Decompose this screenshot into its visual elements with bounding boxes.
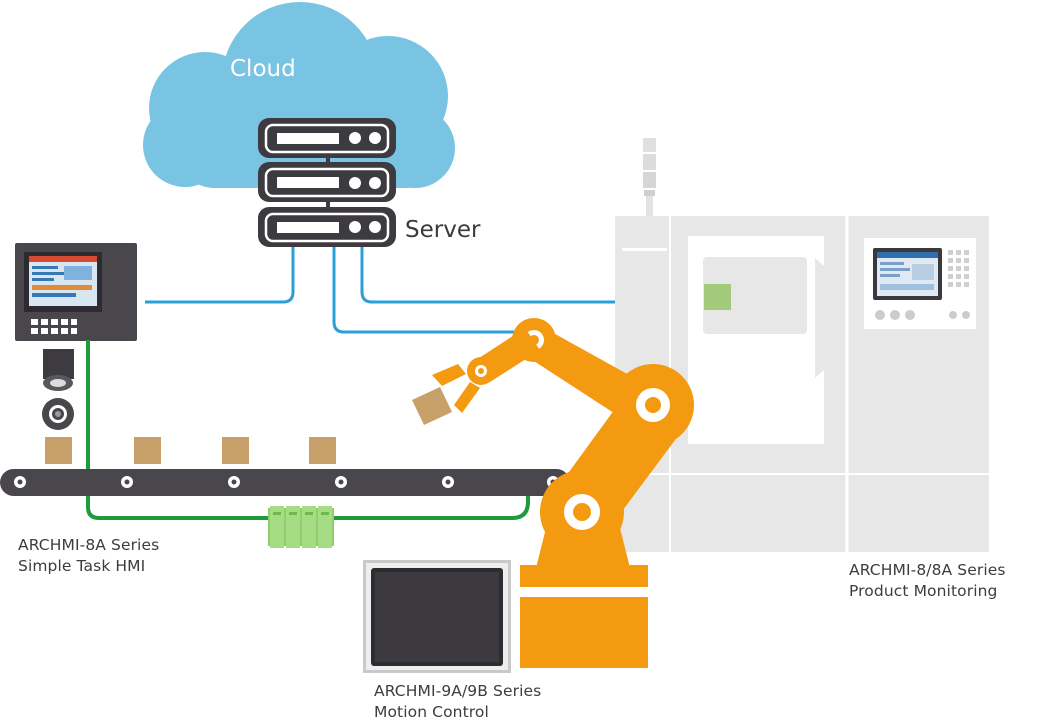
cnc-machine bbox=[615, 138, 989, 552]
io-modules bbox=[268, 506, 334, 548]
device-role: Product Monitoring bbox=[849, 582, 998, 600]
product-boxes bbox=[45, 437, 336, 464]
conveyor-belt bbox=[0, 437, 570, 496]
device-series: ARCHMI-8/8A Series bbox=[849, 561, 1006, 579]
signal-tower-icon bbox=[643, 138, 656, 216]
cloud-icon bbox=[143, 2, 455, 188]
cloud-label: Cloud bbox=[230, 56, 296, 82]
device-series: ARCHMI-8A Series bbox=[18, 536, 160, 554]
motion-control-hmi-device bbox=[363, 560, 511, 673]
camera-icon bbox=[42, 349, 74, 430]
simple-task-hmi-device bbox=[15, 243, 137, 430]
motion-control-label: ARCHMI-9A/9B Series Motion Control bbox=[374, 681, 541, 723]
simple-task-hmi-label: ARCHMI-8A Series Simple Task HMI bbox=[18, 535, 159, 577]
network-cables bbox=[145, 245, 615, 334]
robot-arm bbox=[412, 318, 694, 668]
device-series: ARCHMI-9A/9B Series bbox=[374, 682, 542, 700]
device-role: Simple Task HMI bbox=[18, 557, 146, 575]
device-role: Motion Control bbox=[374, 703, 489, 721]
server-label: Server bbox=[405, 217, 481, 243]
product-monitoring-label: ARCHMI-8/8A Series Product Monitoring bbox=[849, 560, 1006, 602]
server-icon bbox=[258, 118, 396, 247]
